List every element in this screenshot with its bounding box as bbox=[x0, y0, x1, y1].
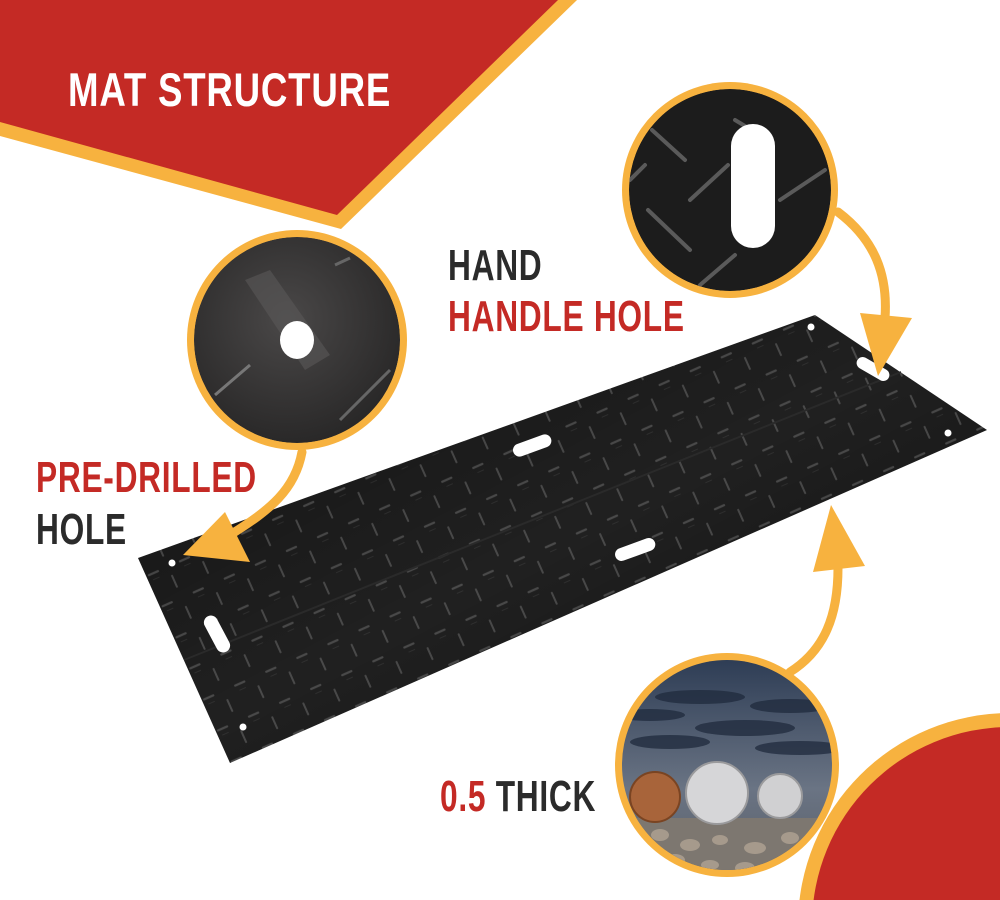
predrilled-label-line2: HOLE bbox=[36, 505, 127, 554]
handle-arrow-icon bbox=[833, 207, 890, 323]
coin-icon bbox=[629, 761, 803, 825]
page-title: MAT STRUCTURE bbox=[68, 63, 392, 116]
handle-label-line1: HAND bbox=[448, 241, 543, 290]
predrilled-arrow-icon bbox=[225, 447, 307, 540]
thickness-label: 0.5 THICK bbox=[440, 774, 596, 820]
banner-shape bbox=[0, 0, 558, 215]
thickness-value: 0.5 bbox=[440, 772, 487, 821]
hole-icon bbox=[280, 321, 314, 359]
handle-label-line2: HANDLE HOLE bbox=[448, 292, 685, 341]
thickness-arrow-icon bbox=[785, 563, 843, 677]
handle-slot-icon bbox=[203, 357, 890, 653]
predrilled-label-line1: PRE-DRILLED bbox=[36, 453, 257, 502]
handle-hole-icon bbox=[731, 124, 775, 248]
ground-mat-icon bbox=[138, 315, 987, 763]
drilled-hole-icon bbox=[168, 323, 952, 731]
thickness-unit: THICK bbox=[495, 772, 597, 821]
corner-circle bbox=[813, 727, 1000, 900]
